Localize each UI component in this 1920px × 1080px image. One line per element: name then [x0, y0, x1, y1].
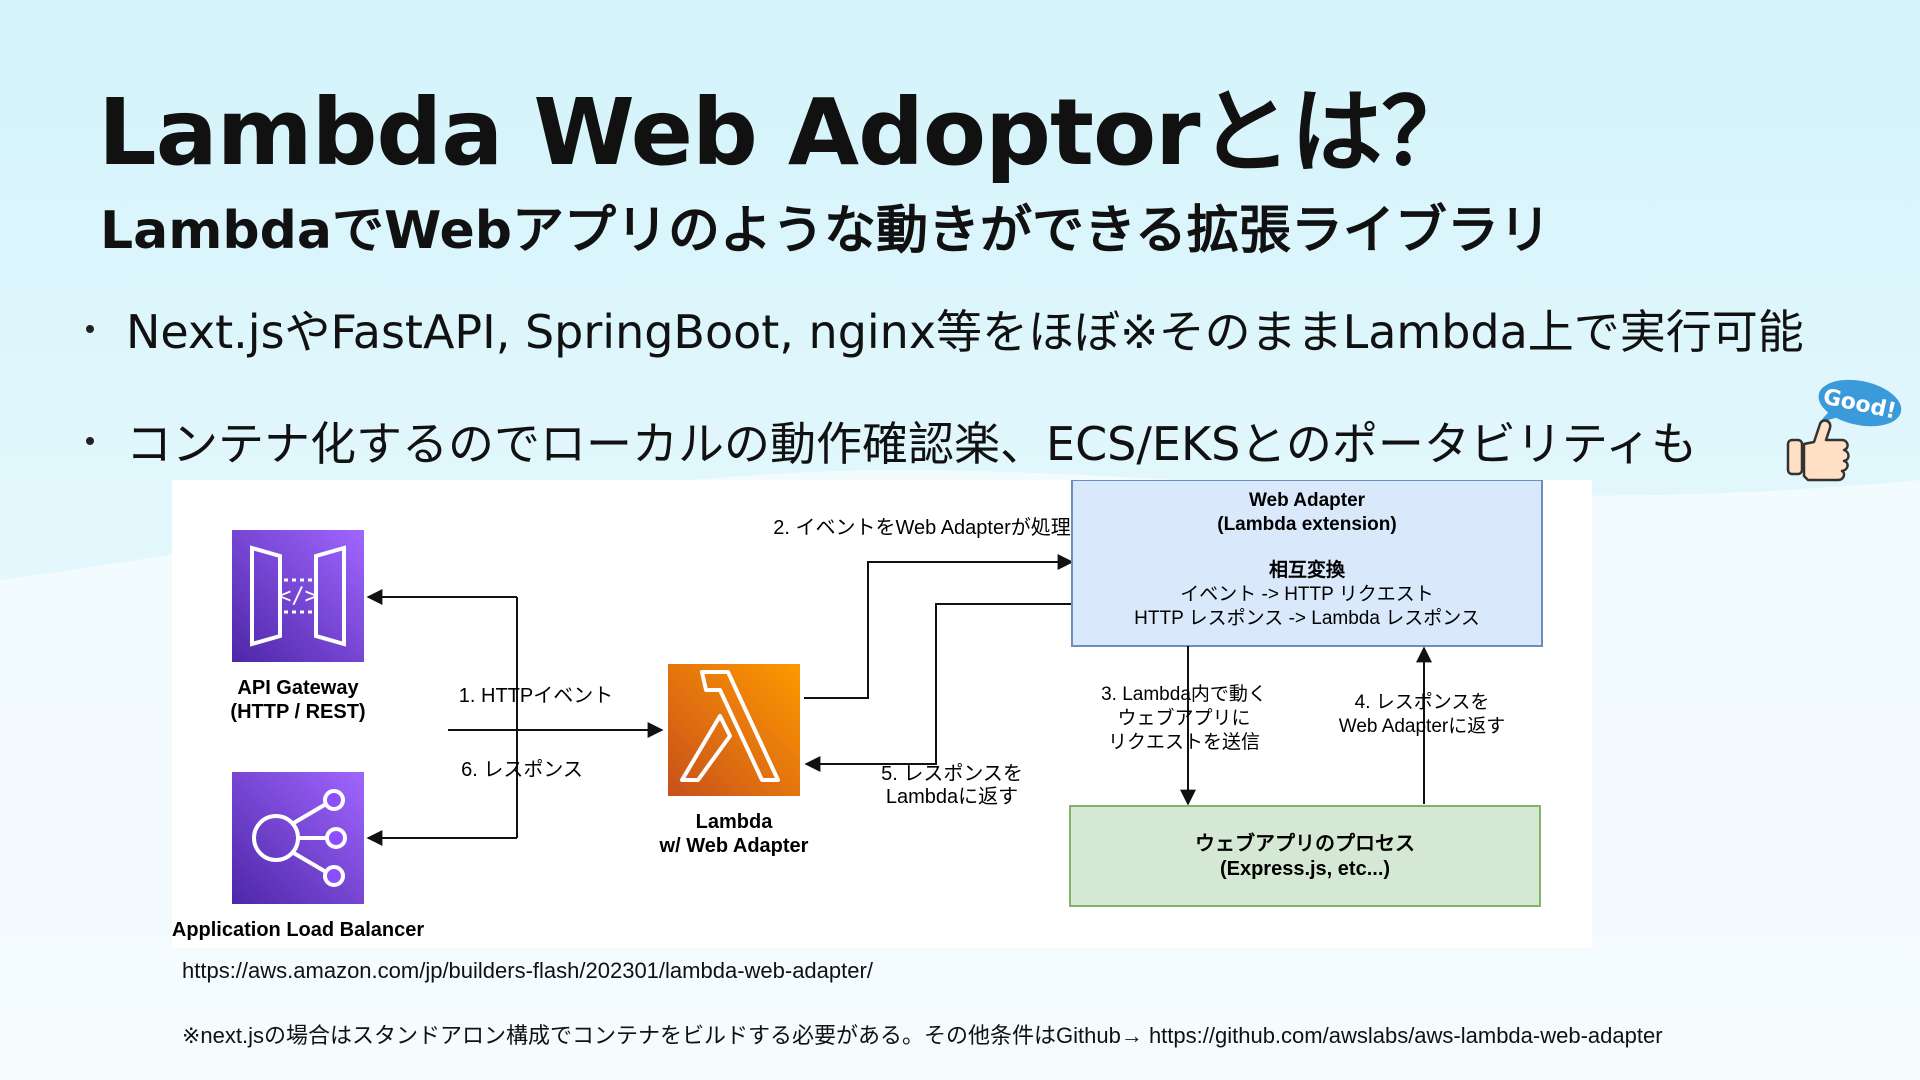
web-adapter-box — [1071, 479, 1543, 647]
step-4-label-2: Web Adapterに返す — [1339, 715, 1506, 737]
web-adapter-title: Web Adapter — [1249, 490, 1366, 511]
step-3-label-2: ウェブアプリに — [1117, 706, 1250, 729]
step-5-label: 5. レスポンスを — [881, 762, 1023, 785]
step-3-label: 3. Lambda内で動く — [1101, 683, 1267, 705]
reference-url: https://aws.amazon.com/jp/builders-flash… — [182, 958, 873, 983]
webapp-process-box — [1069, 805, 1541, 907]
api-gateway-sublabel: (HTTP / REST) — [230, 701, 365, 723]
bullet-item: Next.jsやFastAPI, SpringBoot, nginx等をほぼ※そ… — [86, 296, 1804, 362]
bullet-dot — [86, 437, 94, 445]
web-adapter-heading: 相互変換 — [1269, 558, 1346, 581]
webapp-process-title: ウェブアプリのプロセス — [1195, 831, 1415, 855]
footnote: ※next.jsの場合はスタンドアロン構成でコンテナをビルドする必要がある。その… — [182, 1023, 1663, 1048]
bullet-item: コンテナ化するのでローカルの動作確認楽、ECS/EKSとのポータビリティも — [86, 408, 1697, 474]
api-gateway-label: API Gateway — [237, 677, 359, 699]
slide-subtitle: LambdaでWebアプリのような動きができる拡張ライブラリ — [100, 201, 1551, 261]
step-3-label-3: リクエストを送信 — [1108, 731, 1260, 753]
connector-middle — [804, 554, 1074, 772]
diagram-canvas: </> API Gateway (HTTP / REST) Applicatio… — [172, 479, 1543, 941]
api-gateway-icon: </> — [232, 530, 364, 662]
load-balancer-icon — [232, 772, 364, 904]
lambda-label: Lambda — [696, 811, 774, 833]
connector-right — [1180, 646, 1432, 806]
web-adapter-subtitle: (Lambda extension) — [1217, 514, 1396, 535]
step-4-label: 4. レスポンスを — [1355, 691, 1490, 713]
web-adapter-line-response: HTTP レスポンス -> Lambda レスポンス — [1134, 607, 1480, 629]
lambda-sublabel: w/ Web Adapter — [659, 835, 809, 857]
step-5-label-2: Lambdaに返す — [886, 785, 1018, 808]
architecture-diagram: </> API Gateway (HTTP / REST) Applicatio… — [172, 479, 1592, 948]
bullet-text: コンテナ化するのでローカルの動作確認楽、ECS/EKSとのポータビリティも — [126, 417, 1698, 471]
bullet-dot — [86, 325, 94, 333]
step-6-label: 6. レスポンス — [461, 758, 583, 781]
lambda-icon — [668, 664, 800, 796]
alb-label: Application Load Balancer — [172, 919, 424, 941]
web-adapter-line-event: イベント -> HTTP リクエスト — [1180, 583, 1434, 605]
step-1-label: 1. HTTPイベント — [459, 685, 613, 707]
thumbs-up-good-icon: Good! — [1786, 379, 1902, 482]
svg-text:</>: </> — [278, 584, 318, 609]
connector-left — [366, 589, 664, 846]
webapp-process-subtitle: (Express.js, etc...) — [1220, 858, 1390, 880]
bullet-text: Next.jsやFastAPI, SpringBoot, nginx等をほぼ※そ… — [126, 305, 1804, 359]
step-2-label: 2. イベントをWeb Adapterが処理 — [773, 516, 1071, 539]
slide-title: Lambda Web Adoptorとは？ — [98, 79, 1474, 186]
